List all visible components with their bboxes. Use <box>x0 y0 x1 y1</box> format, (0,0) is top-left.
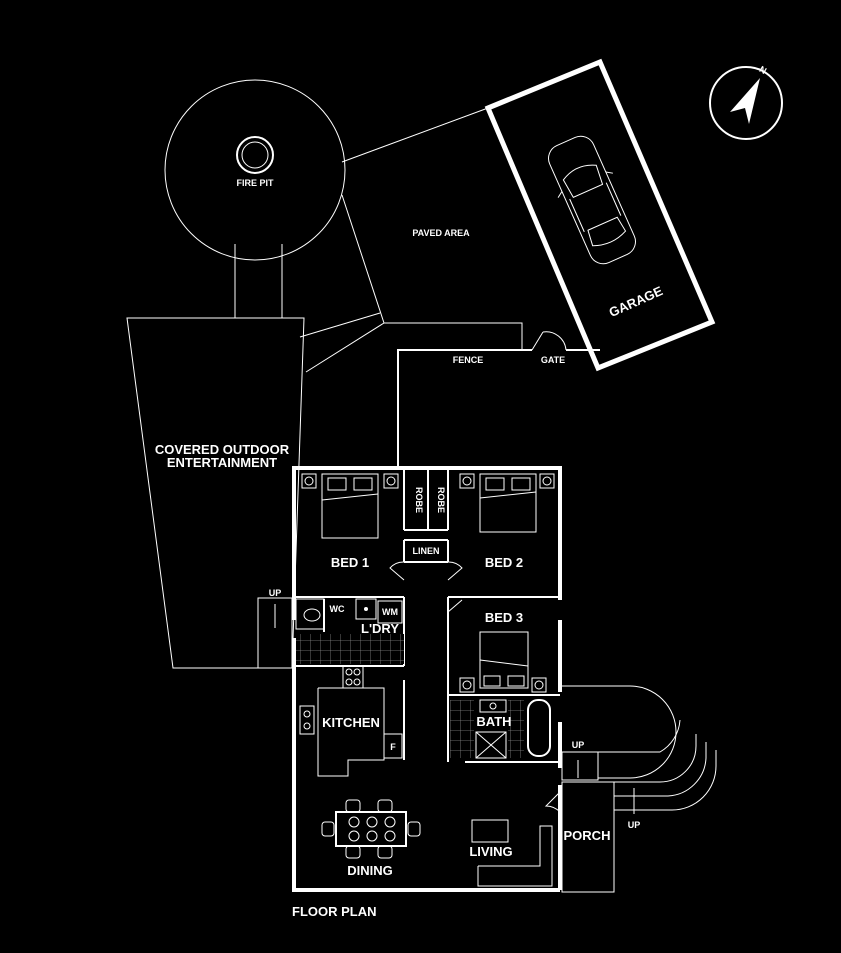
car-icon <box>548 135 636 265</box>
paved-area-label: PAVED AREA <box>412 228 470 238</box>
fire-pit-area: FIRE PIT <box>164 79 346 261</box>
living: LIVING <box>469 819 553 887</box>
bed-1-label: BED 1 <box>331 555 369 570</box>
covered-outdoor-entertainment: COVERED OUTDOOR ENTERTAINMENT <box>126 317 305 669</box>
fire-pit-icon <box>236 136 274 174</box>
path-fire-pit <box>234 244 283 318</box>
compass-letter: N <box>758 64 769 76</box>
dining: DINING <box>321 799 421 878</box>
bed-2-label: BED 2 <box>485 555 523 570</box>
fence-label: FENCE <box>453 355 484 365</box>
fridge-label: F <box>390 742 396 752</box>
wc-label: WC <box>330 604 345 614</box>
north-arrow-icon <box>730 78 760 124</box>
robe-right-label: ROBE <box>436 487 446 513</box>
wm-label: WM <box>382 607 398 617</box>
back-stairs-up-label: UP <box>269 588 282 598</box>
robe-left-label: ROBE <box>414 487 424 513</box>
kitchen-label: KITCHEN <box>322 715 380 730</box>
house: BED 1 ROBE ROBE LINEN BED 2 <box>257 466 717 893</box>
porch: PORCH <box>544 781 615 893</box>
curved-steps: UP <box>562 685 717 830</box>
compass: N <box>709 64 783 140</box>
kitchen: F KITCHEN <box>299 665 403 777</box>
gate-label: GATE <box>541 355 565 365</box>
paved-area: PAVED AREA <box>299 107 523 373</box>
gate: GATE <box>531 331 567 365</box>
floor-plan-title: FLOOR PLAN <box>292 904 377 919</box>
bathtub-icon <box>527 699 551 757</box>
garage-label: GARAGE <box>607 283 666 320</box>
bed-1: BED 1 <box>301 473 399 570</box>
bed-2: BED 2 <box>459 473 555 570</box>
bath: BATH <box>450 699 551 759</box>
bath-label: BATH <box>476 714 511 729</box>
toilet-icon <box>303 608 321 622</box>
covered-outdoor-label-line1: COVERED OUTDOOR <box>155 442 290 457</box>
front-stairs: UP <box>561 740 599 781</box>
dining-label: DINING <box>347 863 393 878</box>
living-label: LIVING <box>469 844 512 859</box>
bed-3-label: BED 3 <box>485 610 523 625</box>
fire-pit-label: FIRE PIT <box>236 178 274 188</box>
fence: FENCE <box>397 349 600 468</box>
front-stairs-up-label: UP <box>572 740 585 750</box>
covered-outdoor-label-line2: ENTERTAINMENT <box>167 455 277 470</box>
linen-label: LINEN <box>413 546 440 556</box>
garage: GARAGE <box>484 58 716 372</box>
back-stairs: UP <box>257 588 293 669</box>
bed-3: BED 3 <box>459 610 547 693</box>
curved-steps-up-label: UP <box>628 820 641 830</box>
porch-label: PORCH <box>564 828 611 843</box>
laundry-label: L'DRY <box>361 621 399 636</box>
wc-laundry: WC WM L'DRY <box>295 598 404 664</box>
